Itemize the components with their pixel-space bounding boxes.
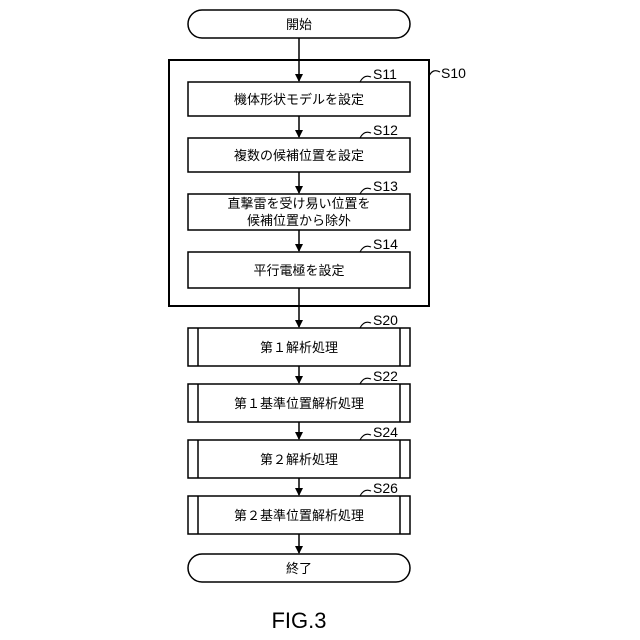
step-s13-id: S13 bbox=[373, 178, 398, 194]
step-s14-id: S14 bbox=[373, 236, 398, 252]
subprocess-s24-id: S24 bbox=[373, 424, 398, 440]
start-label: 開始 bbox=[286, 18, 312, 33]
subprocess-s20-leader bbox=[360, 322, 371, 328]
step-s11-text: 機体形状モデルを設定 bbox=[234, 92, 364, 108]
group-id-label: S10 bbox=[441, 65, 466, 81]
subprocess-s26-id: S26 bbox=[373, 480, 398, 496]
step-s12-text: 複数の候補位置を設定 bbox=[234, 148, 364, 164]
step-s12-leader bbox=[360, 132, 371, 138]
subprocess-s24-leader bbox=[360, 434, 371, 440]
subprocess-s22-leader bbox=[360, 378, 371, 384]
step-s11-id: S11 bbox=[373, 66, 397, 82]
step-s12-id: S12 bbox=[373, 122, 398, 138]
step-s13-leader bbox=[360, 188, 371, 194]
step-s14-leader bbox=[360, 246, 371, 252]
subprocess-s20-id: S20 bbox=[373, 312, 398, 328]
step-s13-text-line1: 直撃雷を受け易い位置を bbox=[227, 196, 370, 212]
figure-caption: FIG.3 bbox=[271, 608, 326, 633]
subprocess-s26-leader bbox=[360, 490, 371, 496]
step-s13-text-line2: 候補位置から除外 bbox=[247, 214, 351, 229]
end-label: 終了 bbox=[286, 561, 312, 577]
group-id-leader bbox=[429, 71, 440, 76]
step-s11-leader bbox=[360, 76, 371, 82]
end-terminal: 終了 bbox=[188, 554, 410, 582]
subprocess-s24-text: 第２解析処理 bbox=[260, 453, 338, 468]
subprocess-s20-text: 第１解析処理 bbox=[260, 341, 338, 356]
subprocess-s22-text: 第１基準位置解析処理 bbox=[234, 396, 364, 412]
subprocess-s22-id: S22 bbox=[373, 368, 398, 384]
start-terminal: 開始 bbox=[188, 10, 410, 38]
step-s14-text: 平行電極を設定 bbox=[253, 263, 344, 279]
subprocess-s26-text: 第２基準位置解析処理 bbox=[234, 508, 364, 524]
